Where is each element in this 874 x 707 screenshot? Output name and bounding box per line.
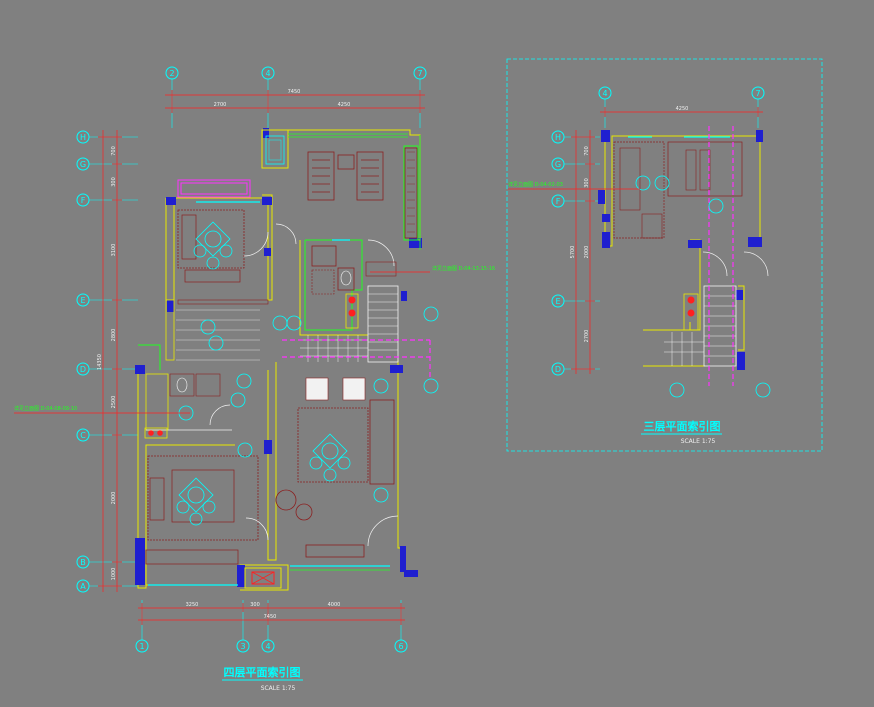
plan4-dim-top-seg: 2700 [214, 102, 227, 108]
plan3-axis-top-4: 4 [602, 89, 607, 98]
plan4-dim-bottom-seg: 3250 [186, 602, 199, 608]
plan3-walls [598, 130, 769, 370]
plan4-axis-left-G: G [80, 160, 86, 169]
plan4-dim-top-seg: 4250 [338, 102, 351, 108]
plan4-axis-bottom-1: 1 [139, 642, 144, 651]
plan4-dim-bottom-seg: 4000 [328, 602, 341, 608]
plan4-axis-top-2: 2 [169, 69, 174, 78]
plan3-dim-left-seg: 300 [584, 178, 590, 188]
plan4-grid-bottom: 1 3 4 6 [135, 639, 408, 653]
plan4-stair [300, 285, 399, 363]
plan4-living [244, 377, 399, 589]
plan4-index-markers [176, 221, 439, 526]
plan3-index-lines [708, 126, 734, 386]
plan4-axis-top-4: 4 [265, 69, 270, 78]
plan3-title: 三层平面索引图 [644, 419, 721, 433]
plan4-axis-left-C: C [80, 431, 86, 440]
plan4-scale: SCALE 1:75 [261, 685, 296, 692]
plan3-grid-left: H G F E D [551, 130, 565, 376]
plan3-dim-left-seg: 2700 [584, 330, 590, 343]
plan3-scale: SCALE 1:75 [681, 438, 716, 445]
plan3-grid-leaders [564, 99, 759, 370]
plan3-title-block: 三层平面索引图 SCALE 1:75 [641, 419, 722, 445]
plan4-grid-left: H G F E D C B A [76, 130, 90, 593]
plan3-dim-left-seg: 700 [584, 146, 590, 156]
plan4-axis-bottom-6: 6 [398, 642, 403, 651]
plan4-dimensions [98, 90, 425, 625]
plan4-axis-left-D: D [80, 365, 86, 374]
plan4-dim-top-total: 7450 [288, 89, 301, 95]
plan4-dim-left-seg: 2800 [111, 329, 117, 342]
plan4-axis-left-B: B [80, 558, 86, 567]
plan4-title: 四层平面索引图 [224, 665, 301, 679]
plan4-dim-left-seg: 700 [111, 146, 117, 156]
plan4-dim-bottom-seg: 300 [250, 602, 260, 608]
plan4-axis-left-H: H [80, 133, 86, 142]
plan4-axis-bottom-4: 4 [265, 642, 270, 651]
plan4-walls [135, 128, 422, 591]
plan3-frame [506, 58, 823, 452]
plan3-axis-left-D: D [555, 365, 561, 374]
plan4-note-right-text: 详见立面图 D-04-13-15-16 [432, 265, 495, 272]
plan3-axis-left-F: F [556, 197, 561, 206]
plan3-dim-left-total: 5700 [570, 246, 576, 259]
plan3-grid-top: 4 7 [598, 86, 765, 100]
plan4-grid-top: 2 4 7 [165, 66, 427, 80]
plan4-dim-left-total: 14350 [97, 354, 103, 370]
plan4-note-left: 详见立面图 D-04-08-09-10 [14, 405, 190, 414]
plan4-axis-top-7: 7 [417, 69, 422, 78]
plan4-hall [138, 299, 260, 439]
plan4-axis-bottom-3: 3 [240, 642, 245, 651]
plan3-dimensions [571, 107, 763, 374]
plan3-index-markers [635, 175, 771, 398]
plan4-axis-left-E: E [80, 296, 85, 305]
plan4-note-right: 详见立面图 D-04-13-15-16 [370, 265, 495, 273]
plan4-bath-upper [275, 223, 397, 336]
plan3-note-text: 详见立面图 D-04-02-03 [508, 181, 563, 188]
plan3-axis-left-H: H [555, 133, 561, 142]
plan4-bedroom-upper [177, 201, 269, 305]
plan3-axis-left-E: E [555, 297, 560, 306]
plan4-bedroom-lower [145, 455, 269, 586]
plan3-axis-top-7: 7 [755, 89, 760, 98]
plan4-dim-left-seg: 300 [111, 177, 117, 187]
plan4-dim-left-seg: 3100 [111, 244, 117, 257]
plan3-dim-top-seg: 4250 [676, 106, 689, 112]
plan4-axis-left-F: F [81, 196, 86, 205]
plan3-dim-left-seg: 2000 [584, 246, 590, 259]
plan4-dim-left-seg: 2500 [111, 396, 117, 409]
plan4-dim-left-seg: 2000 [111, 492, 117, 505]
plan4-note-left-text: 详见立面图 D-04-08-09-10 [14, 405, 77, 412]
plan3-note: 详见立面图 D-04-02-03 [508, 181, 640, 190]
plan3-dim-labels: 4250 5700 700 300 2000 2700 [570, 106, 688, 342]
plan4-index-lines [282, 339, 431, 380]
plan4-dim-bottom-total: 7450 [264, 614, 277, 620]
plan4-axis-left-A: A [80, 582, 86, 591]
plan4-dim-labels: 7450 2700 4250 3250 300 4000 7450 14350 … [97, 89, 350, 620]
plan4-title-block: 四层平面索引图 SCALE 1:75 [222, 665, 303, 692]
plan4-dim-left-seg: 1000 [111, 568, 117, 581]
plan3-axis-left-G: G [555, 160, 561, 169]
